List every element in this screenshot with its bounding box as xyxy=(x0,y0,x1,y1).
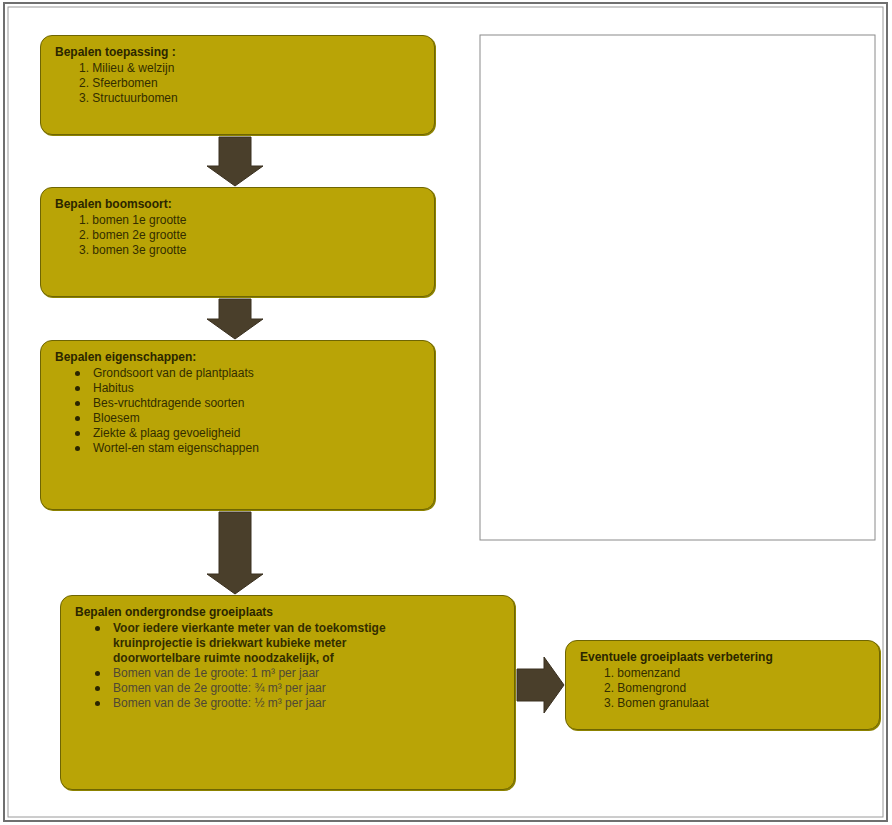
block-arrow xyxy=(207,137,263,186)
block-arrow xyxy=(207,512,263,594)
arrow-shape xyxy=(207,299,263,339)
process-box: Bepalen ondergrondse groeiplaatsVoor ied… xyxy=(60,595,515,790)
box-heading: Bepalen ondergrondse groeiplaats xyxy=(75,604,502,620)
list-item: 3. bomen 3e grootte xyxy=(55,243,422,258)
list-item: Voor iedere vierkante meter van de toeko… xyxy=(75,621,403,666)
bullet-dot xyxy=(75,401,80,406)
list-item: 2. Sfeerbomen xyxy=(55,76,422,91)
process-box: Bepalen eigenschappen:Grondsoort van de … xyxy=(40,340,435,510)
box-heading: Bepalen eigenschappen: xyxy=(55,349,422,365)
arrow-shape xyxy=(207,137,263,186)
frame-outer-line xyxy=(4,3,887,821)
bullet-dot xyxy=(75,446,80,451)
list-item: 2. Bomengrond xyxy=(580,681,867,696)
process-box: Bepalen toepassing :1. Milieu & welzijn2… xyxy=(40,35,435,135)
list-item: 1. bomenzand xyxy=(580,666,867,681)
box-heading: Bepalen toepassing : xyxy=(55,44,422,60)
bullet-dot xyxy=(75,431,80,436)
list-item: Bomen van de 1e groote: 1 m³ per jaar xyxy=(75,666,502,681)
arrow-shape xyxy=(517,657,564,713)
list-item: 3. Bomen granulaat xyxy=(580,696,867,711)
block-arrow xyxy=(207,299,263,339)
process-box: Bepalen boomsoort:1. bomen 1e grootte2. … xyxy=(40,187,435,297)
box-heading: Bepalen boomsoort: xyxy=(55,196,422,212)
bullet-dot xyxy=(95,686,100,691)
bullet-dot xyxy=(75,386,80,391)
list-item: Bloesem xyxy=(55,411,422,426)
list-item: Bomen van de 2e grootte: ¾ m³ per jaar xyxy=(75,681,502,696)
photo-border xyxy=(480,35,875,540)
list-item: 1. Milieu & welzijn xyxy=(55,61,422,76)
bullet-dot xyxy=(95,671,100,676)
bullet-dot xyxy=(95,701,100,706)
bullet-dot xyxy=(75,416,80,421)
list-item: Bes-vruchtdragende soorten xyxy=(55,396,422,411)
arrow-shape xyxy=(207,512,263,594)
process-box: Eventuele groeiplaats verbetering1. bome… xyxy=(565,640,880,730)
list-item: Habitus xyxy=(55,381,422,396)
bullet-dot xyxy=(75,371,80,376)
list-item: Ziekte & plaag gevoeligheid xyxy=(55,426,422,441)
frame-inner-line xyxy=(8,7,883,817)
block-arrow xyxy=(517,657,564,713)
box-heading: Eventuele groeiplaats verbetering xyxy=(580,649,867,665)
list-item: 2. bomen 2e grootte xyxy=(55,228,422,243)
bullet-dot xyxy=(95,626,100,631)
list-item: Grondsoort van de plantplaats xyxy=(55,366,422,381)
list-item: Wortel-en stam eigenschappen xyxy=(55,441,422,456)
list-item: 3. Structuurbomen xyxy=(55,91,422,106)
list-item: Bomen van de 3e grootte: ½ m³ per jaar xyxy=(75,696,502,711)
list-item: 1. bomen 1e grootte xyxy=(55,213,422,228)
